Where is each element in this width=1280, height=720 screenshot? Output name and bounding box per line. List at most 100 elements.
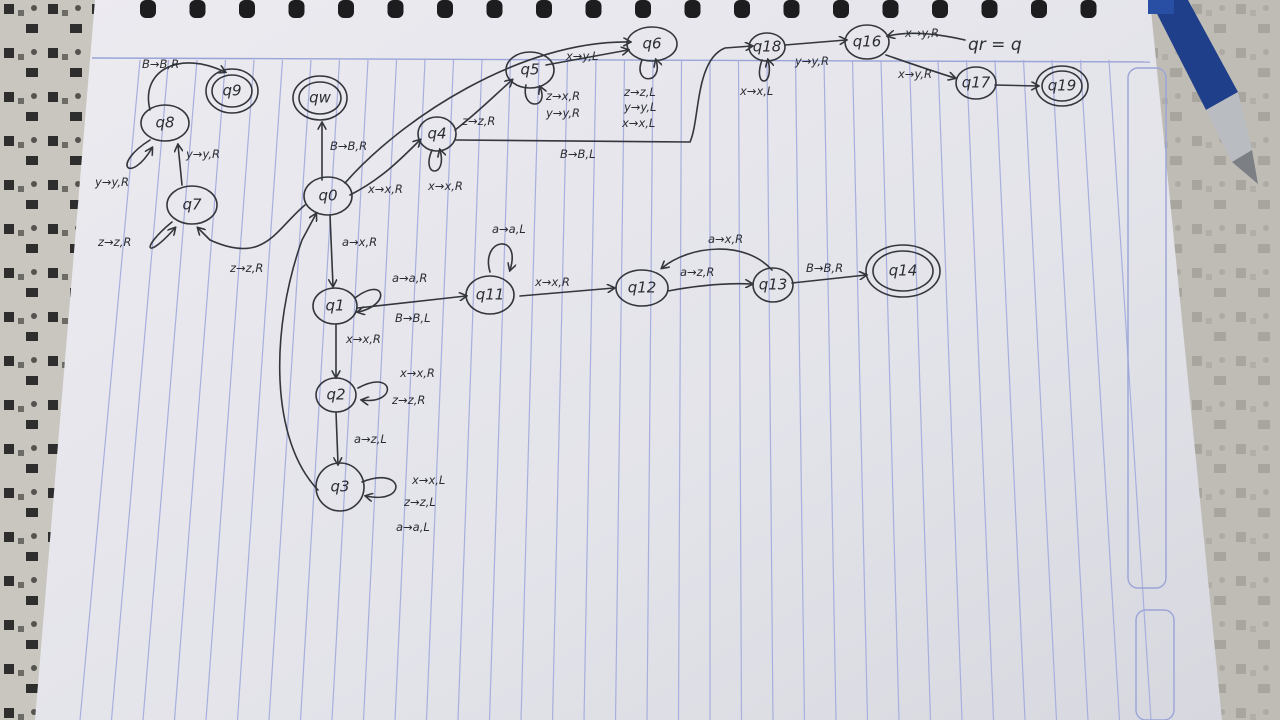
ruling-line bbox=[1079, 59, 1121, 720]
ruling-line bbox=[488, 59, 512, 720]
label-q0-qw: B→B,R bbox=[330, 139, 367, 153]
state-q3-label: q3 bbox=[330, 478, 349, 496]
label-q4-loop: x→x,R bbox=[427, 179, 463, 193]
label-q1-q11: B→B,L bbox=[395, 311, 430, 325]
ruling-line bbox=[994, 59, 1026, 720]
ruling-line bbox=[583, 59, 597, 720]
state-q7 bbox=[166, 185, 218, 225]
ruling-line bbox=[79, 59, 141, 720]
label-q11-loop: a→a,L bbox=[492, 222, 526, 236]
spiral-ring bbox=[140, 0, 156, 18]
state-q6 bbox=[626, 26, 678, 62]
states: q8 q9 q7 qw q0 q4 q5 q6 q18 q16 q17 bbox=[140, 24, 1089, 512]
state-q8 bbox=[140, 104, 190, 142]
edge-q16-q17 bbox=[885, 54, 955, 78]
transition-labels: B→B,R y→y,R y→y,R z→z,R z→z,R B→B,R x→x,… bbox=[94, 26, 1022, 534]
state-q14-label: q14 bbox=[889, 262, 918, 280]
state-q19 bbox=[1035, 65, 1089, 107]
ruling-line bbox=[908, 59, 932, 720]
label-q6-loop-3: x→x,L bbox=[621, 116, 655, 130]
edge-q1-q11 bbox=[357, 296, 466, 309]
loop-q11 bbox=[487, 243, 512, 273]
label-q3-loop-1: x→x,L bbox=[411, 473, 445, 487]
ruling-line bbox=[551, 59, 569, 720]
spiral-ring bbox=[1031, 0, 1047, 18]
ruling-line bbox=[937, 59, 963, 720]
ruling-line bbox=[268, 59, 312, 720]
state-q12 bbox=[615, 269, 669, 307]
state-q4 bbox=[417, 116, 457, 152]
label-q2-q3: a→z,L bbox=[354, 432, 387, 446]
label-q0-q7: z→z,R bbox=[229, 261, 263, 275]
edge-q18-q16 bbox=[784, 40, 846, 46]
ruling-line bbox=[823, 59, 837, 720]
label-q5-loop-1: z→x,R bbox=[545, 89, 580, 103]
state-q5 bbox=[505, 51, 555, 89]
ruling-line bbox=[614, 59, 626, 720]
loop-q2 bbox=[357, 381, 389, 400]
ruling-line bbox=[646, 59, 654, 720]
margin-rule bbox=[91, 57, 1151, 63]
ruling-lines bbox=[79, 59, 1152, 720]
spiral-ring bbox=[486, 0, 503, 18]
label-q11-q12: x→x,R bbox=[534, 275, 570, 289]
state-q1 bbox=[312, 287, 358, 325]
state-q14-inner-ring bbox=[872, 250, 934, 292]
ruling-line bbox=[173, 59, 227, 720]
spiral-ring bbox=[1080, 0, 1097, 18]
ruling-line bbox=[965, 59, 995, 720]
spiral-ring bbox=[981, 0, 998, 18]
label-q0-q4: x→x,R bbox=[367, 182, 403, 196]
state-q19-label: q19 bbox=[1048, 77, 1077, 95]
state-q0-label: q0 bbox=[318, 187, 337, 205]
spiral-ring bbox=[387, 0, 404, 18]
spiral-ring bbox=[635, 0, 651, 18]
spiral-ring bbox=[585, 0, 602, 18]
label-q5-loop-2: y→y,R bbox=[545, 106, 580, 120]
spiral-ring bbox=[932, 0, 948, 18]
ruling-line bbox=[677, 59, 683, 720]
label-q8-q9: B→B,R bbox=[142, 57, 179, 71]
ruling-line bbox=[851, 59, 869, 720]
ruling-line bbox=[737, 59, 743, 720]
note-qr-equals-q: qr = q bbox=[968, 35, 1022, 55]
state-q7-label: q7 bbox=[182, 196, 202, 214]
label-q8-loop: y→y,R bbox=[94, 175, 129, 189]
state-q5-label: q5 bbox=[520, 61, 539, 79]
edge-q0-q6 bbox=[344, 42, 630, 184]
edge-q8-q9 bbox=[147, 62, 225, 111]
edge-q0-q1 bbox=[330, 214, 333, 286]
ruling-line bbox=[236, 59, 284, 720]
spiral-ring bbox=[338, 0, 354, 18]
state-q3 bbox=[315, 462, 365, 512]
state-q2-label: q2 bbox=[326, 386, 345, 404]
label-q5-q6: x→y,L bbox=[565, 49, 598, 63]
label-q13-q12: a→x,R bbox=[708, 232, 743, 246]
edge-q4-q5 bbox=[454, 80, 512, 131]
spiral-ring bbox=[734, 0, 750, 18]
label-q4-q5: z→z,R bbox=[461, 114, 495, 128]
edge-q11-q12 bbox=[519, 288, 614, 297]
label-q16-q17-bottom: x→y,R bbox=[897, 67, 932, 81]
ruling-line bbox=[425, 59, 455, 720]
state-qw-label: qw bbox=[309, 89, 332, 107]
label-q7-q8: y→y,R bbox=[185, 147, 220, 161]
label-q2-loop-2: z→z,R bbox=[391, 393, 425, 407]
label-q1-q2: x→x,R bbox=[345, 332, 381, 346]
state-q18 bbox=[748, 32, 786, 62]
spiral-ring bbox=[783, 0, 800, 18]
edges bbox=[126, 33, 1038, 497]
ruling-line bbox=[362, 59, 398, 720]
ruling-line bbox=[142, 59, 198, 720]
state-q1-label: q1 bbox=[325, 297, 344, 315]
ruling-line bbox=[766, 59, 774, 720]
ruling-line bbox=[205, 59, 255, 720]
state-q9 bbox=[205, 68, 259, 114]
ruling-line bbox=[394, 59, 426, 720]
edge-q13-q14 bbox=[791, 275, 866, 284]
state-q11 bbox=[465, 275, 515, 315]
label-q2-loop-1: x→x,R bbox=[399, 366, 435, 380]
label-q3-loop-3: a→a,L bbox=[396, 520, 430, 534]
edge-q17-q16-top bbox=[888, 33, 966, 41]
